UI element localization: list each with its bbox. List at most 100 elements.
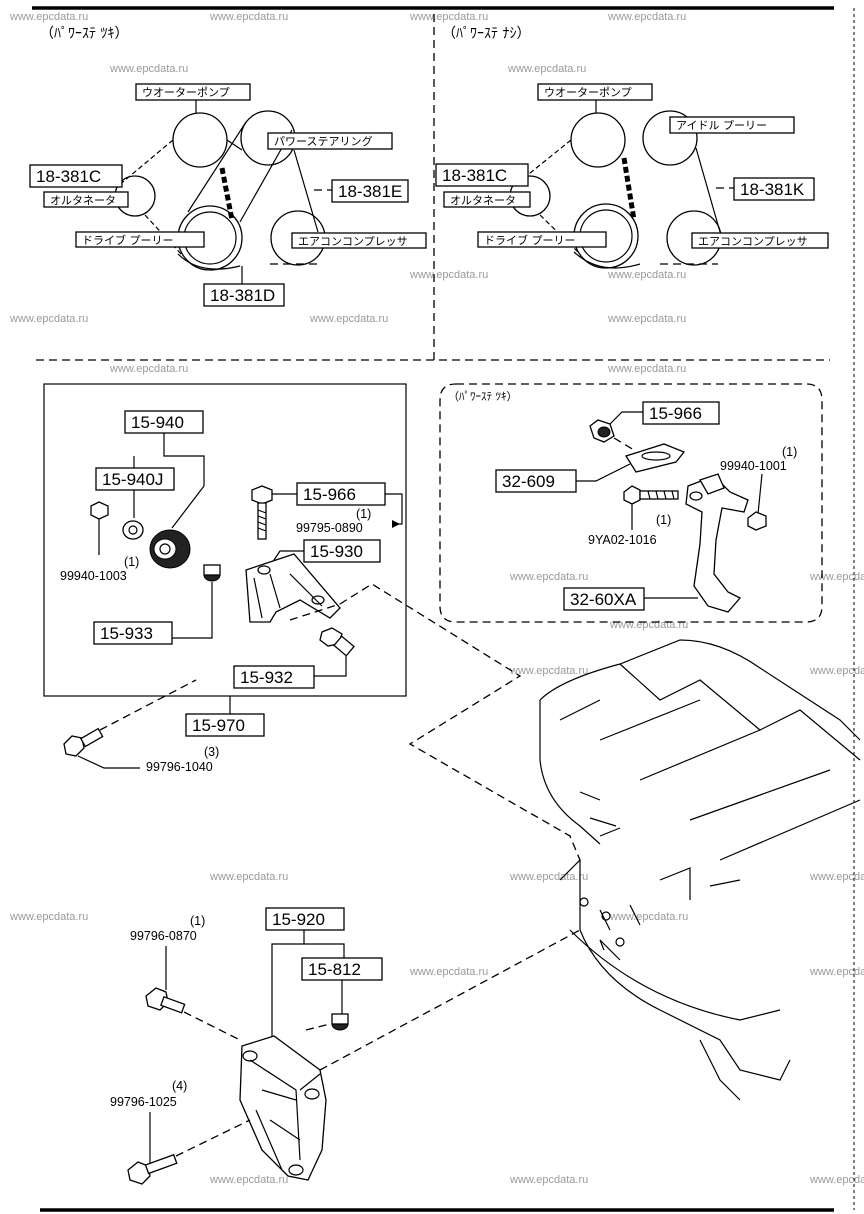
bearing <box>122 520 144 540</box>
water-pump-label: ウオーターポンプ <box>142 86 230 99</box>
n99940-1001-label: 99940-1001 <box>720 459 787 473</box>
engine-ports <box>579 791 621 837</box>
belt-c-label: 18-381C <box>36 167 101 186</box>
engine-head-detail <box>619 663 861 761</box>
leader <box>172 582 213 639</box>
leader <box>576 463 631 482</box>
drive-pulley-label-box <box>75 231 205 248</box>
leader <box>757 473 763 515</box>
n1025-label: 99796-1025 <box>110 1095 177 1109</box>
n99940-1001-qty: (1) <box>782 445 797 459</box>
p3260xa-label: 32-60XA <box>570 590 637 609</box>
engine-hole <box>601 911 611 921</box>
bracket-hole <box>242 1050 258 1062</box>
bolt-head-icon <box>63 735 85 757</box>
engine-lower-detail <box>569 929 781 1021</box>
alternator-bracket-assembly: (1) 99796-0870 15-920 15-812 (4) 99796-1… <box>110 907 581 1185</box>
p32609-label: 32-609 <box>502 472 555 491</box>
bolt-99796-1040: (3) 99796-1040 <box>63 679 219 774</box>
drive-pulley-label: ドライブ プーリー <box>82 233 174 247</box>
ps-bracket-frame <box>439 383 823 623</box>
p15932-box <box>233 665 315 689</box>
belt-diagram-without-power-steering: ウオーターポンプ アイドル プーリー 18-381C 18-381K オルタネー… <box>435 83 829 269</box>
water-pump-pulley <box>570 112 626 168</box>
watermark: www.epcdata.ru <box>607 269 686 281</box>
n99940-qty: (1) <box>124 555 139 569</box>
n99795-label: 99795-0890 <box>296 521 363 535</box>
bearing-bore <box>128 525 138 535</box>
belt-k-box <box>733 177 815 201</box>
assembly-outline <box>339 583 581 861</box>
leader <box>77 755 140 769</box>
leader <box>171 485 205 529</box>
engine-misc-lines <box>659 867 741 1101</box>
p15970-label: 15-970 <box>192 716 245 735</box>
aircon-label-box <box>691 232 829 249</box>
power-steering-bracket-assembly: （ﾊﾟﾜｰｽﾃ ﾂｷ） 15-966 32-609 (1) 99940-1001… <box>439 383 823 623</box>
watermark: www.epcdata.ru <box>809 966 864 978</box>
collar-top <box>203 564 221 576</box>
bracket-hole <box>304 1088 320 1100</box>
bolt-head-detail <box>597 426 611 438</box>
p15930-label: 15-930 <box>310 542 363 561</box>
idler-bracket <box>245 553 341 623</box>
watermark: www.epcdata.ru <box>409 11 488 23</box>
belt-k-label: 18-381K <box>740 180 805 199</box>
water-pump-label-box <box>135 83 251 101</box>
nut-icon <box>747 511 767 531</box>
aircon-label: エアコンコンプレッサ <box>298 235 408 248</box>
drive-pulley-label: ドライブ プーリー <box>484 233 576 247</box>
n99796-1040-qty: (3) <box>204 745 219 759</box>
alternator-label-box <box>443 191 531 208</box>
watermark: www.epcdata.ru <box>109 363 188 375</box>
bracket-hole <box>689 491 703 501</box>
aircon-label-box <box>291 232 427 249</box>
bolt-shank <box>160 995 186 1014</box>
p15933-box <box>93 621 173 645</box>
watermark: www.epcdata.ru <box>209 871 288 883</box>
ps-bracket-boss <box>699 473 725 495</box>
watermark: www.epcdata.ru <box>809 1174 864 1186</box>
watermark: www.epcdata.ru <box>509 871 588 883</box>
n9ya02-qty: (1) <box>656 513 671 527</box>
alternator-label-box <box>43 191 129 208</box>
bracket-hole <box>311 595 325 605</box>
watermark: www.epcdata.ru <box>209 1174 288 1186</box>
belt-diagram-with-power-steering: ウオーターポンプ パワーステアリング 18-381C 18-381E オルタネー… <box>29 83 427 307</box>
bracket-hole <box>288 1164 304 1176</box>
watermark: www.epcdata.ru <box>607 313 686 325</box>
ps-mounting-bracket <box>685 475 749 613</box>
bracket-hole <box>257 565 271 575</box>
idler-bracket-ribs <box>253 573 323 619</box>
bolt-shank <box>79 727 104 748</box>
watermark: www.epcdata.ru <box>609 911 688 923</box>
drive-pulley-label-box <box>477 231 607 248</box>
water-pump-pulley <box>172 112 228 168</box>
alternator-bracket <box>239 1035 327 1181</box>
n0870-qty: (1) <box>190 914 205 928</box>
idler-pulley-face <box>153 538 177 560</box>
belt-c-label: 18-381C <box>442 166 507 185</box>
left-section-title: （ﾊﾟﾜｰｽﾃ ﾂｷ） <box>40 26 128 42</box>
p15933-label: 15-933 <box>100 624 153 643</box>
leader <box>607 411 643 427</box>
p15812-label: 15-812 <box>308 960 361 979</box>
watermark: www.epcdata.ru <box>509 1174 588 1186</box>
p15940j-box <box>95 467 175 491</box>
alternator-bracket-ribs <box>249 1059 321 1171</box>
bolt-shank <box>257 502 267 540</box>
bolt-thread <box>647 490 675 500</box>
p15970-box <box>185 713 265 737</box>
watermark: www.epcdata.ru <box>109 63 188 75</box>
n0870-label: 99796-0870 <box>130 929 197 943</box>
watermark: www.epcdata.ru <box>409 966 488 978</box>
engine-fins <box>559 699 861 861</box>
watermarks: www.epcdata.ru www.epcdata.ru www.epcdat… <box>9 11 864 1186</box>
p15940j-label: 15-940J <box>102 470 163 489</box>
aircon-label: エアコンコンプレッサ <box>698 235 808 248</box>
watermark: www.epcdata.ru <box>607 363 686 375</box>
assembly-outline <box>289 603 341 621</box>
engine-block <box>539 639 861 1101</box>
leader <box>385 493 403 525</box>
watermark: www.epcdata.ru <box>9 11 88 23</box>
